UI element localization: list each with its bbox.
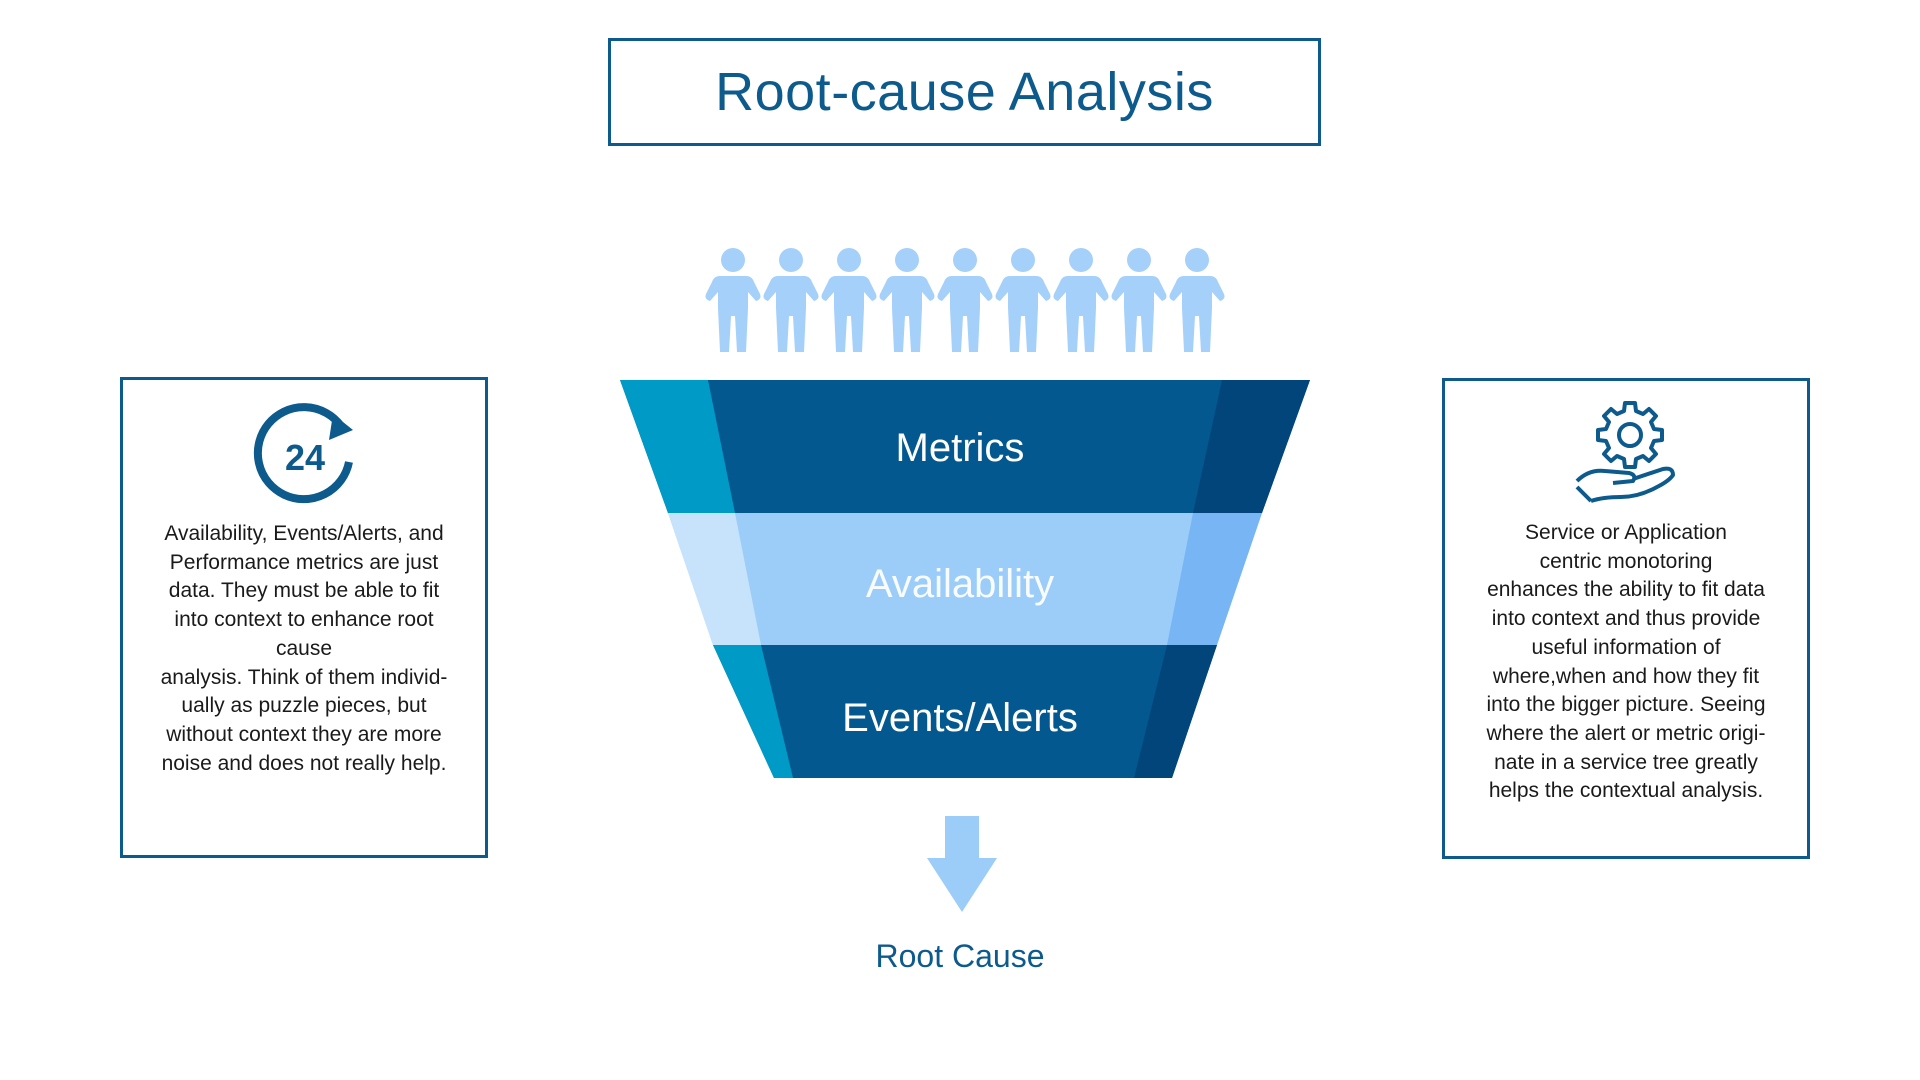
24-hour-icon-text: 24 (285, 437, 325, 478)
root-cause-label: Root Cause (875, 938, 1045, 974)
person-icon (937, 248, 993, 352)
person-icon (705, 248, 761, 352)
right-panel-text: Service or Application centric monotorin… (1486, 521, 1766, 803)
right-info-panel: Service or Application centric monotorin… (1442, 378, 1810, 859)
person-icon (995, 248, 1051, 352)
funnel-label-availability: Availability (865, 562, 1055, 606)
down-arrow-icon (927, 816, 997, 912)
funnel-label-events-alerts: Events/Alerts (842, 696, 1078, 740)
person-icon (821, 248, 877, 352)
24-hour-cycle-icon: 24 (253, 403, 353, 504)
page-title: Root-cause Analysis (715, 62, 1214, 122)
left-panel-text: Availability, Events/Alerts, and Perform… (160, 522, 448, 775)
left-info-panel: 24 Availability, Events/Alerts, and Perf… (120, 377, 488, 858)
gear-in-hand-icon (1575, 401, 1675, 503)
person-icon (879, 248, 935, 352)
person-icon (1169, 248, 1225, 352)
person-icon (1053, 248, 1109, 352)
people-row (705, 248, 1225, 352)
person-icon (1111, 248, 1167, 352)
title-box: Root-cause Analysis (608, 38, 1321, 146)
funnel-label-metrics: Metrics (895, 426, 1025, 470)
person-icon (763, 248, 819, 352)
